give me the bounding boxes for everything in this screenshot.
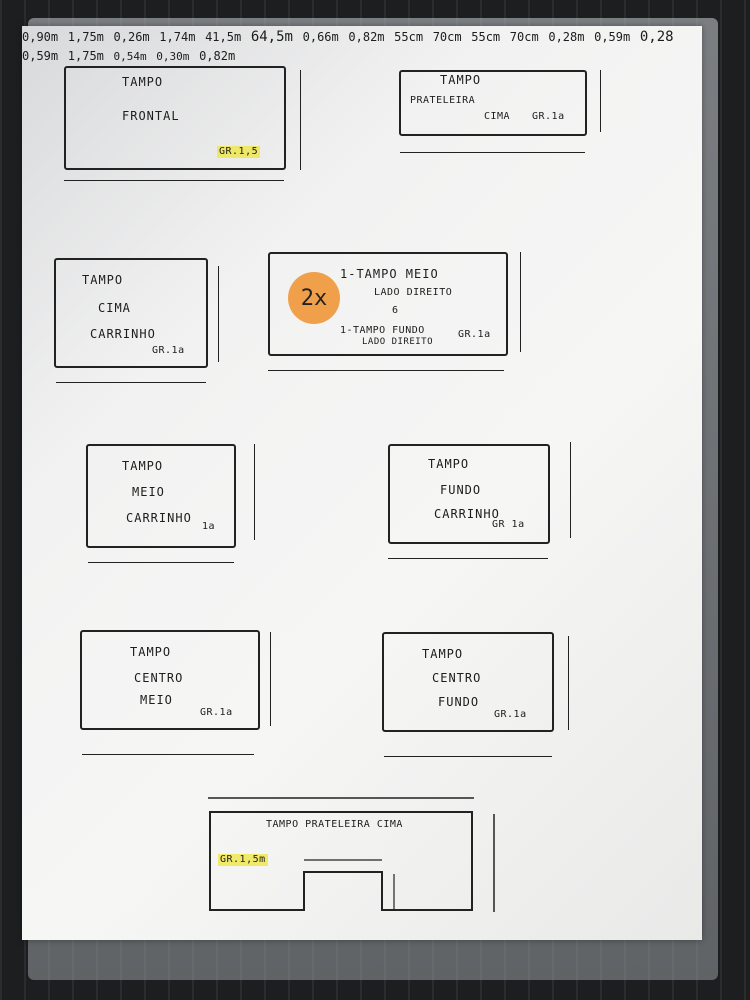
- piece-centro-meio: [80, 630, 260, 730]
- width-dimension: 70cm: [432, 30, 462, 44]
- height-dimension: 0,66m: [302, 30, 339, 44]
- piece-label: LADO DIREITO: [362, 337, 434, 347]
- grade-label: GR.1a: [532, 111, 565, 122]
- width-dimension: 70cm: [509, 30, 539, 44]
- piece-label: FUNDO: [440, 483, 482, 497]
- cut-height-dimension: 0,30m: [156, 50, 190, 63]
- notched-outline: [209, 811, 473, 911]
- height-dimension: 0,90m: [22, 30, 59, 44]
- piece-label: CARRINHO: [126, 511, 192, 525]
- height-dimension: 0,28: [639, 29, 674, 45]
- piece-label: CENTRO: [134, 671, 184, 685]
- height-dimension-line: [254, 444, 255, 540]
- piece-label: MEIO: [140, 693, 173, 707]
- width-dimension-line: [384, 756, 552, 757]
- piece-label: TAMPO: [440, 73, 482, 87]
- quantity-badge: 2x: [288, 272, 340, 324]
- height-dimension-line: [520, 252, 521, 352]
- grade-label: GR.1a: [152, 345, 185, 356]
- paper-sheet: TAMPO FRONTAL GR.1,5 0,90m 1,75m TAMPO P…: [22, 26, 702, 940]
- grade-label: GR.1,5: [217, 146, 261, 158]
- piece-fundo-carrinho: [388, 444, 550, 544]
- height-dimension-line: [570, 442, 571, 538]
- grade-label: GR.1a: [494, 709, 527, 720]
- piece-label: 6: [392, 305, 399, 316]
- piece-label: FRONTAL: [122, 109, 180, 123]
- grade-label: GR.1a: [458, 329, 491, 340]
- grade-label: GR 1a: [492, 519, 525, 530]
- width-dimension-line: [82, 754, 254, 755]
- width-dimension-line: [88, 562, 234, 563]
- piece-meio-carrinho: [86, 444, 236, 548]
- width-dimension: 64,5m: [250, 29, 293, 45]
- height-dimension-line: [270, 632, 271, 726]
- width-dimension-line: [64, 180, 284, 181]
- piece-label: MEIO: [132, 485, 165, 499]
- piece-centro-fundo: [382, 632, 554, 732]
- piece-label: PRATELEIRA: [410, 95, 476, 106]
- height-dimension-line: [218, 266, 219, 362]
- quantity-label: 2x: [300, 285, 328, 311]
- grade-label: GR.1a: [200, 707, 233, 718]
- height-dimension: 41,5m: [205, 30, 242, 44]
- piece-frontal: [64, 66, 286, 170]
- piece-label: FUNDO: [438, 695, 480, 709]
- piece-label: CIMA: [484, 111, 511, 122]
- piece-prateleira-cima-notched: [208, 797, 495, 912]
- width-dimension: 0,59m: [22, 49, 59, 63]
- width-dimension: 1,75m: [67, 30, 104, 44]
- piece-cima-carrinho: [54, 258, 208, 368]
- piece-prateleira-cima: [399, 70, 587, 136]
- piece-meio-fundo-lado-direito: [268, 252, 508, 356]
- grade-label: 1a: [202, 521, 216, 532]
- piece-label: 1-TAMPO MEIO: [340, 267, 439, 281]
- piece-label: TAMPO: [82, 273, 124, 287]
- piece-label: TAMPO: [122, 75, 164, 89]
- piece-label: CARRINHO: [434, 507, 500, 521]
- piece-label: TAMPO: [122, 459, 164, 473]
- width-dimension: 0,59m: [594, 30, 631, 44]
- width-dimension: 0,82m: [348, 30, 385, 44]
- grade-label: GR.1,5m: [218, 854, 268, 866]
- height-dimension: 0,28m: [548, 30, 585, 44]
- height-dimension: 55cm: [471, 30, 501, 44]
- cut-width-dimension: 0,54m: [113, 50, 147, 63]
- piece-label: LADO DIREITO: [374, 287, 453, 298]
- height-dimension: 55cm: [394, 30, 424, 44]
- height-dimension: 0,26m: [113, 30, 150, 44]
- height-dimension-line: [600, 70, 601, 132]
- piece-label: TAMPO: [428, 457, 470, 471]
- width-dimension-line: [268, 370, 504, 371]
- total-width-dimension: 1,75m: [67, 49, 104, 63]
- piece-label: 1-TAMPO FUNDO: [340, 325, 425, 336]
- height-dimension-line: [300, 70, 301, 170]
- width-dimension: 1,74m: [159, 30, 196, 44]
- piece-label: TAMPO: [422, 647, 464, 661]
- total-height-dimension: 0,82m: [199, 49, 236, 63]
- piece-title: TAMPO PRATELEIRA CIMA: [266, 819, 403, 830]
- piece-label: CIMA: [98, 301, 131, 315]
- piece-label: TAMPO: [130, 645, 172, 659]
- height-dimension-line: [568, 636, 569, 730]
- width-dimension-line: [388, 558, 548, 559]
- width-dimension-line: [56, 382, 206, 383]
- piece-label: CARRINHO: [90, 327, 156, 341]
- width-dimension-line: [400, 152, 585, 153]
- piece-label: CENTRO: [432, 671, 482, 685]
